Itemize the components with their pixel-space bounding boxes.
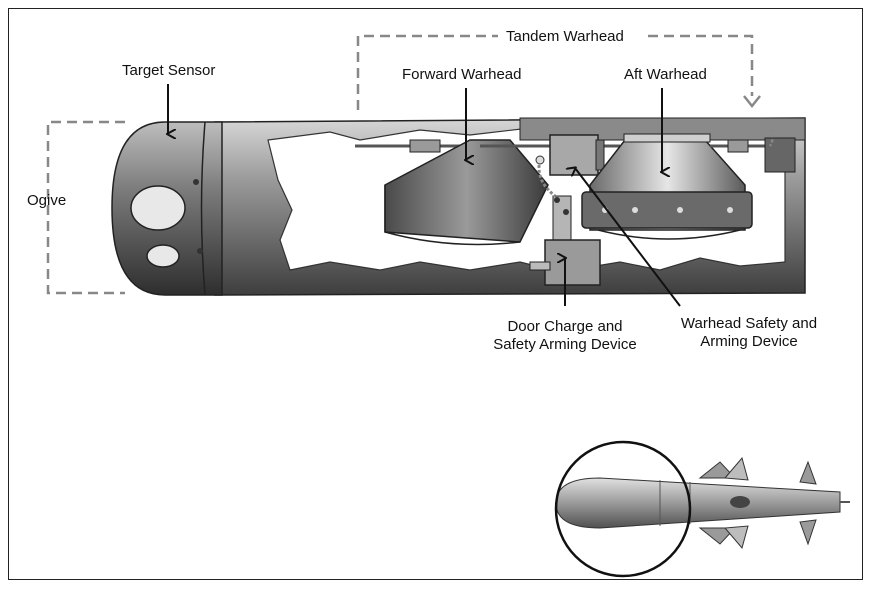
- aft-warhead-label: Aft Warhead: [624, 66, 707, 83]
- door-charge-device: [529, 155, 601, 286]
- sensor-window-large: [130, 185, 186, 231]
- warhead-safety-label-line2: Arming Device: [700, 333, 798, 350]
- forward-warhead-shape: [355, 139, 549, 246]
- ogive-label: Ogive: [27, 192, 67, 209]
- target-sensor-label: Target Sensor: [122, 62, 216, 79]
- warhead-safety-device: [480, 134, 620, 176]
- forward-warhead-label: Forward Warhead: [402, 66, 522, 83]
- door-charge-label: Door Charge and Safety Arming Device: [470, 318, 660, 354]
- tandem-warhead-bracket: [356, 34, 761, 110]
- warhead-safety-label-line1: Warhead Safety and: [680, 315, 818, 332]
- warhead-safety-label: Warhead Safety and Arming Device: [664, 315, 834, 351]
- diagram-frame: [8, 8, 863, 580]
- sensor-window-small: [146, 244, 180, 268]
- missile-icon: [554, 440, 850, 578]
- tandem-warhead-label: Tandem Warhead: [506, 28, 624, 45]
- missile-highlight-circle: [554, 440, 692, 578]
- warhead-safety-arrow: [575, 168, 681, 307]
- aft-warhead-shape: [581, 129, 796, 240]
- door-charge-label-line2: Safety Arming Device: [493, 336, 637, 353]
- ogive-bracket: [46, 120, 125, 295]
- door-charge-label-line1: Door Charge and: [507, 318, 623, 335]
- target-sensor-section: [111, 121, 223, 296]
- pointer-arrows: [168, 84, 681, 307]
